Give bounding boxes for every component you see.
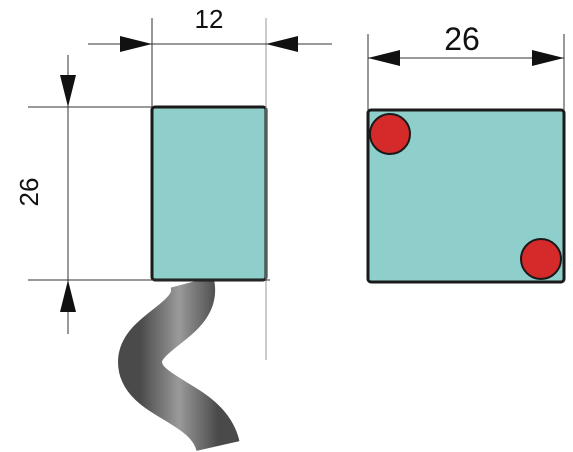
sensor-cable <box>117 276 240 452</box>
sensor-body-front <box>366 108 566 284</box>
front-view <box>366 108 566 284</box>
dimension-label-height: 26 <box>14 178 44 207</box>
dimension-label-front-width: 26 <box>444 21 480 57</box>
arrowhead-left <box>368 50 400 66</box>
arrowhead-down <box>60 75 76 107</box>
arrowhead-right <box>120 36 152 52</box>
arrowhead-right <box>532 50 564 66</box>
arrowhead-left <box>266 36 298 52</box>
width-dimension-front: 26 <box>367 21 565 110</box>
sensor-body-side <box>150 105 268 282</box>
height-dimension-side: 26 <box>14 55 270 334</box>
side-view <box>117 105 268 452</box>
dimension-label-width: 12 <box>195 4 224 34</box>
marker-dot-top-left <box>369 113 411 155</box>
arrowhead-up <box>60 280 76 312</box>
width-dimension-side: 12 <box>88 4 332 360</box>
marker-dot-bottom-right <box>520 238 562 280</box>
